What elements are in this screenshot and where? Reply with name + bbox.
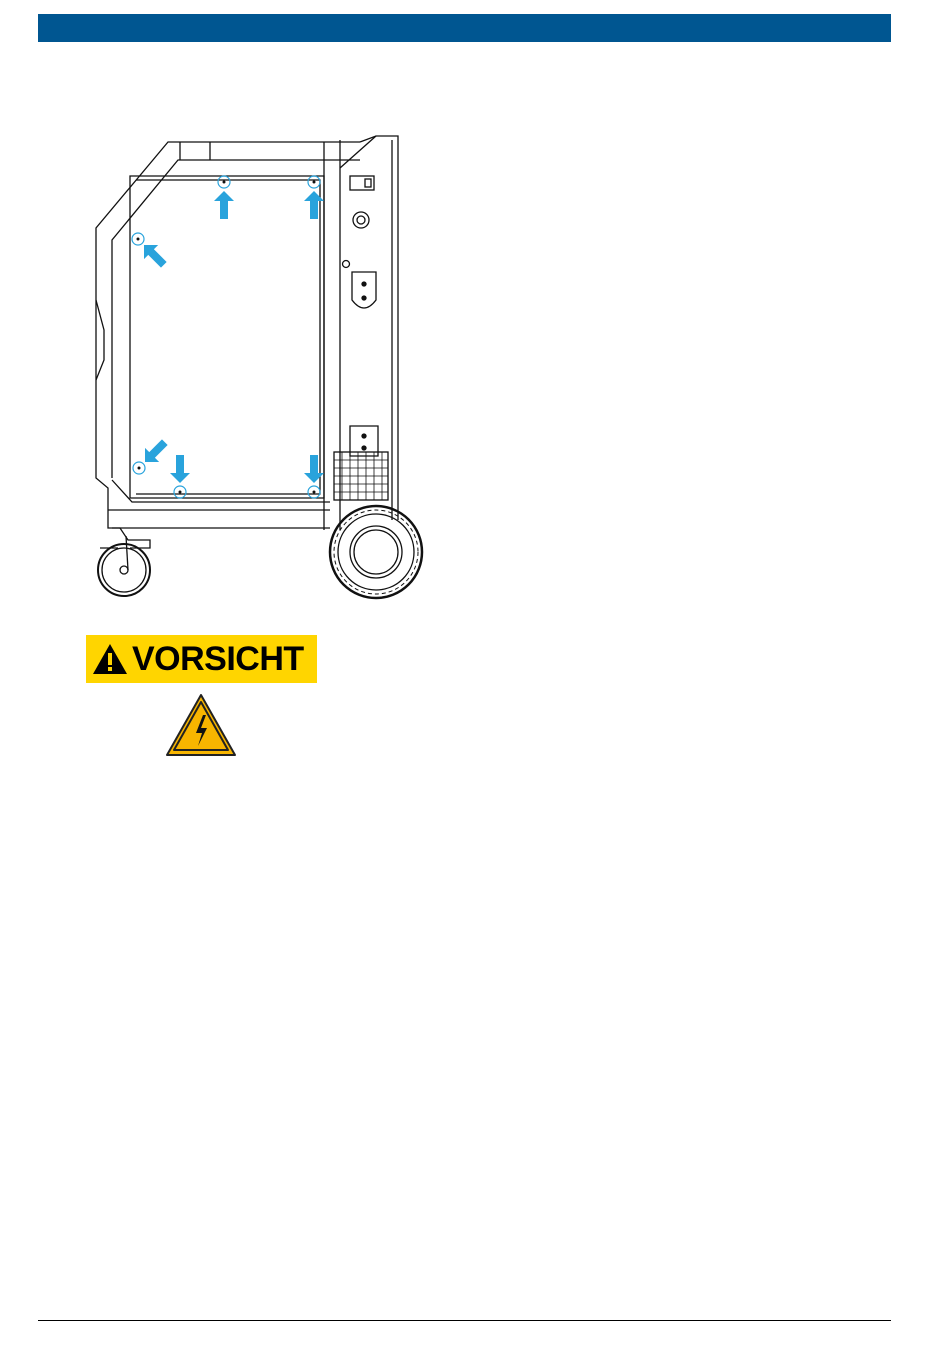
high-voltage-sign	[165, 693, 237, 757]
warning-triangle-icon	[92, 643, 128, 675]
high-voltage-icon	[165, 693, 237, 757]
pointer-arrows	[137, 191, 324, 483]
arrow-bottom-left	[170, 455, 190, 483]
caution-label: VORSICHT	[132, 635, 304, 683]
arrow-bottom-right	[304, 455, 324, 483]
device-side-view-figure	[80, 128, 440, 608]
arrow-top-left	[214, 191, 234, 219]
footer-rule	[38, 1320, 891, 1321]
header-bar	[38, 14, 891, 42]
arrow-top-right	[304, 191, 324, 219]
caution-banner: VORSICHT	[86, 635, 317, 683]
cart-frame	[96, 136, 422, 598]
device-side-view-drawing	[80, 128, 440, 608]
